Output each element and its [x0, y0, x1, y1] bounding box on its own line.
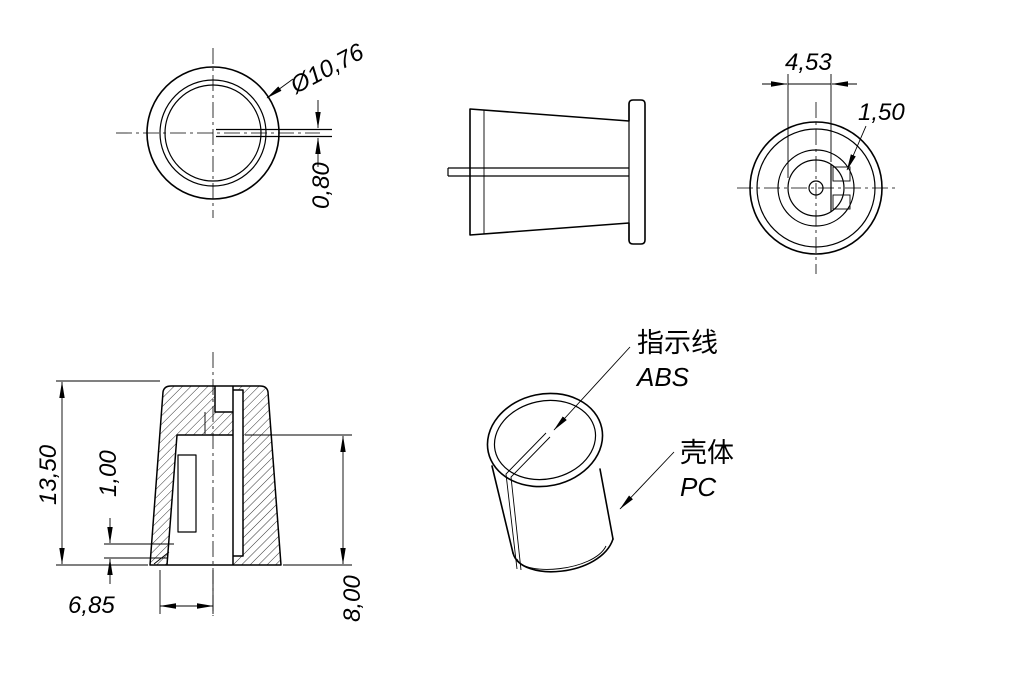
callout-indicator-leader [553, 346, 631, 431]
key-tab-lower [832, 194, 851, 210]
bottom-view: 4,53 1,50 [737, 49, 905, 274]
iso-body-left-edge [491, 465, 514, 554]
shaft-hole-circle [787, 159, 845, 217]
isometric-view: 指示线 ABS 壳体 PC [486, 328, 734, 573]
dim-outer-diameter-text: Ø10,76 [285, 38, 369, 100]
iso-top-face-inner [493, 399, 597, 481]
callout-housing-material: PC [680, 472, 716, 502]
section-view: 13,50 1,00 6,85 8,00 [35, 352, 366, 622]
bottom-view-outer-circle [749, 121, 883, 255]
side-view [447, 99, 646, 245]
iso-indicator-stripe-1 [505, 432, 547, 570]
top-view-rim-circle [159, 79, 267, 187]
dim-bore-depth-text: 8,00 [339, 575, 366, 622]
dim-total-height-text: 13,50 [35, 444, 62, 505]
callout-housing-leader [619, 451, 675, 510]
dim-key-leader [846, 125, 867, 171]
dim-wall-text: 1,00 [95, 450, 122, 497]
dim-diameter-leader [266, 78, 294, 99]
side-view-outline [469, 99, 646, 245]
bottom-view-recess-circle [777, 149, 855, 227]
dim-key-width-text: 1,50 [858, 99, 905, 126]
iso-body-right-edge [599, 468, 614, 540]
top-view: 0,80 Ø10,76 [116, 38, 369, 218]
center-pilot-hole [808, 180, 824, 196]
callout-indicator-material: ABS [635, 362, 690, 392]
section-shaft-hole [177, 454, 197, 533]
iso-top-face-outer [486, 392, 604, 488]
callout-indicator-label: 指示线 [637, 328, 718, 359]
iso-bottom-rim-arc [516, 545, 607, 570]
callout-housing-label: 壳体 [680, 438, 734, 469]
top-view-outer-circle [146, 66, 280, 200]
dim-indicator-width-text: 0,80 [308, 162, 335, 209]
dim-shaft-flat-text: 4,53 [785, 49, 832, 76]
dim-base-offset-text: 6,85 [68, 592, 115, 619]
section-shell-hatched [149, 385, 282, 566]
bottom-view-skirt-circle [756, 128, 876, 248]
top-view-face-circle [164, 84, 262, 182]
key-tab-upper [832, 166, 851, 182]
iso-indicator-stripe-2 [510, 436, 551, 571]
